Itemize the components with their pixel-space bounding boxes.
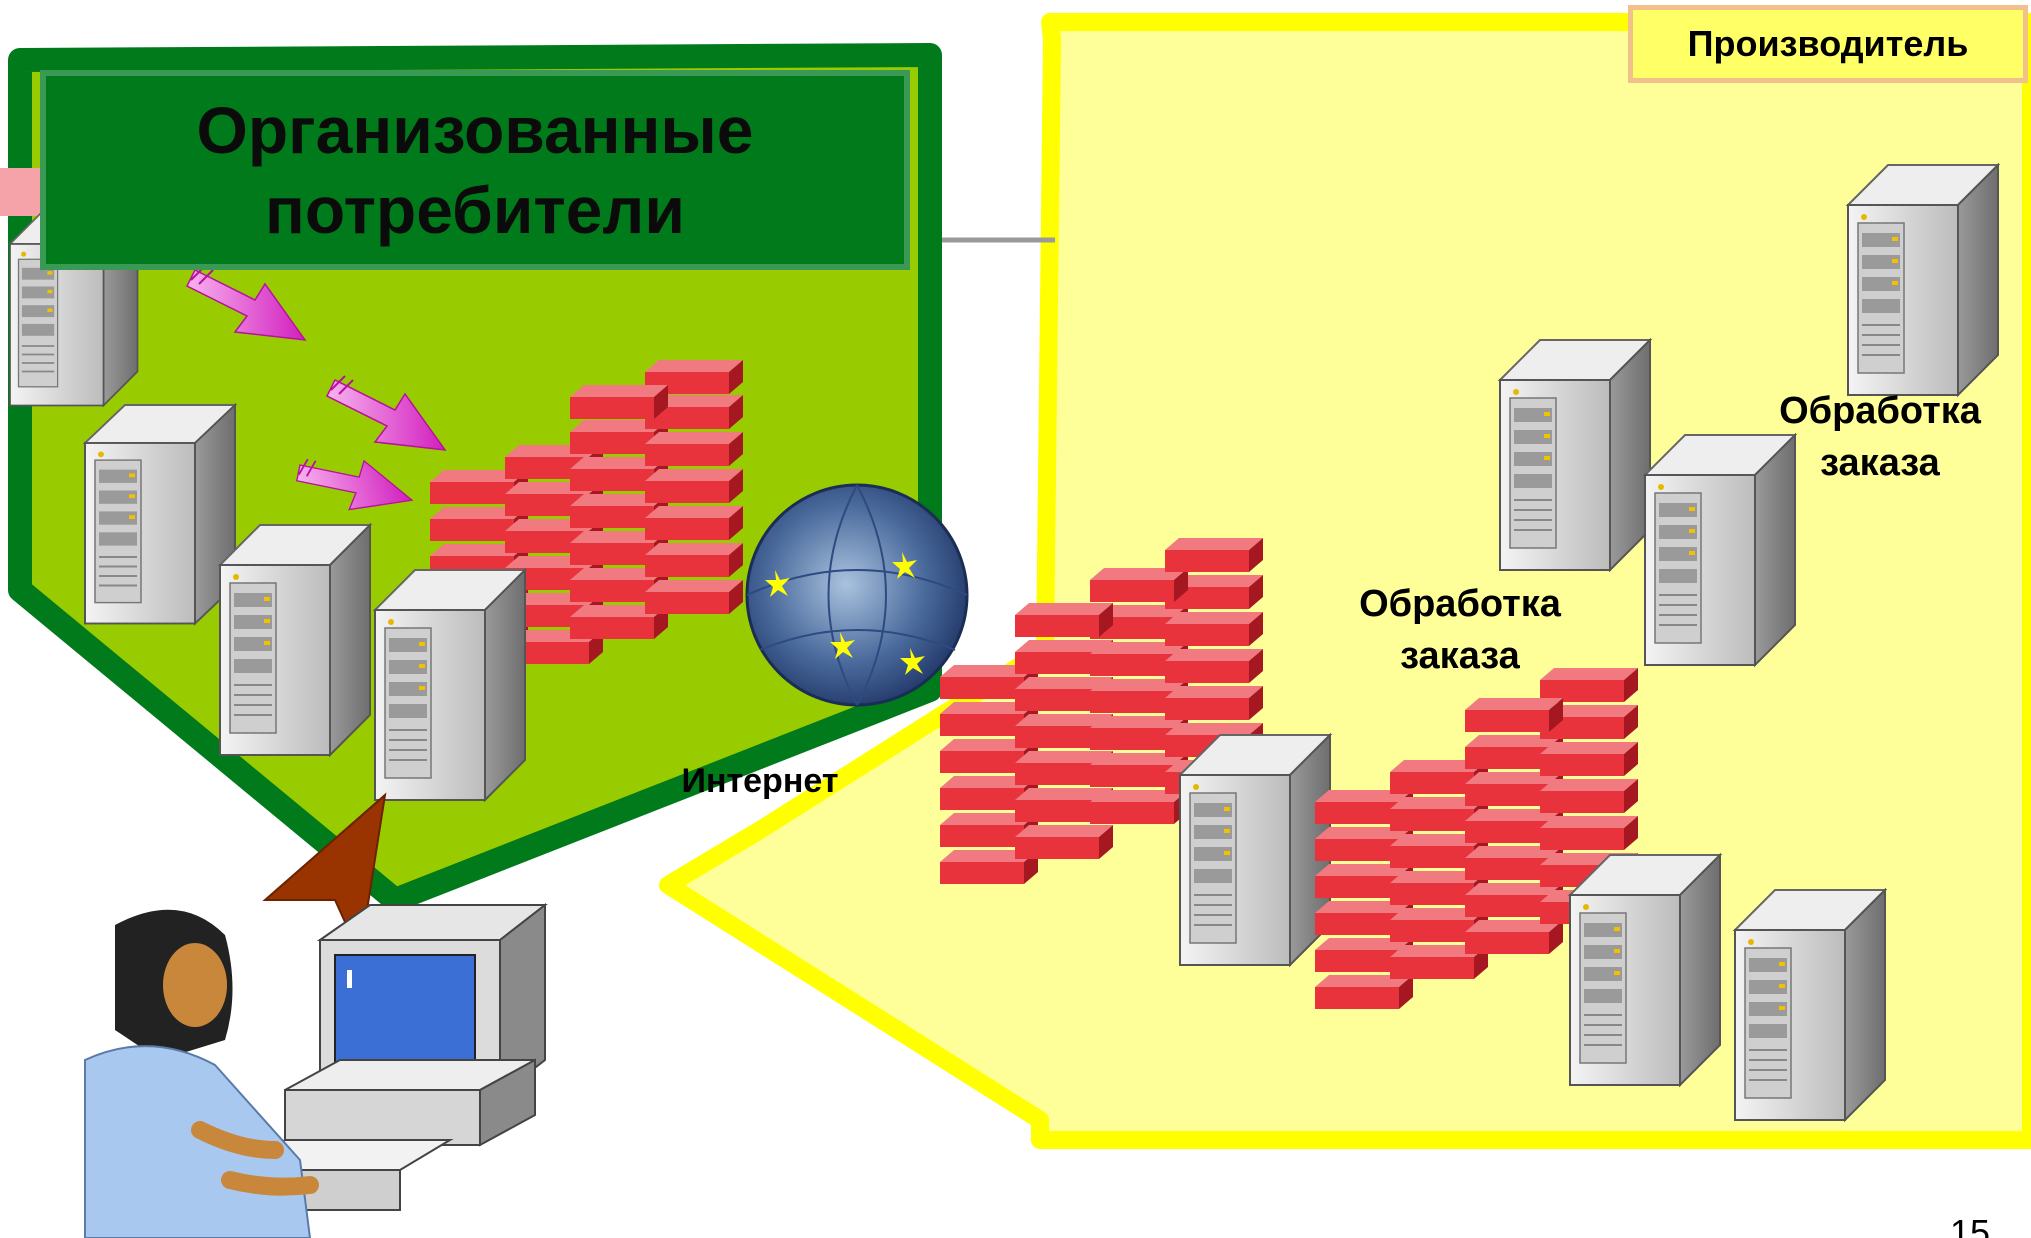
consumers-title-line2: потребители xyxy=(265,173,685,247)
slide-number: 15 xyxy=(1950,1212,1991,1238)
pink-strip xyxy=(0,168,42,216)
server-icon xyxy=(1734,889,1886,1121)
server-icon xyxy=(1499,339,1651,571)
server-icon xyxy=(219,524,371,756)
order-processing-line1: Обработка xyxy=(1359,583,1561,625)
order-processing-line1: Обработка xyxy=(1779,390,1981,432)
order-processing-line2: заказа xyxy=(1400,635,1520,677)
consumers-title-line1: Организованные xyxy=(196,93,754,167)
order-processing-line2: заказа xyxy=(1820,442,1940,484)
vendor-label: Производитель xyxy=(1628,5,2028,83)
globe-icon xyxy=(745,483,969,707)
server-icon xyxy=(374,569,526,801)
order-processing-label: Обработка заказа xyxy=(1720,385,2031,489)
server-icon xyxy=(1569,854,1721,1086)
server-icon xyxy=(1847,164,1999,396)
server-icon xyxy=(84,404,236,625)
server-icon xyxy=(1179,734,1331,966)
internet-label: Интернет xyxy=(681,762,839,800)
order-processing-label: Обработка заказа xyxy=(1300,578,1620,682)
user-at-computer-icon xyxy=(84,902,548,1238)
consumers-title-box: Организованные потребители xyxy=(40,70,910,270)
